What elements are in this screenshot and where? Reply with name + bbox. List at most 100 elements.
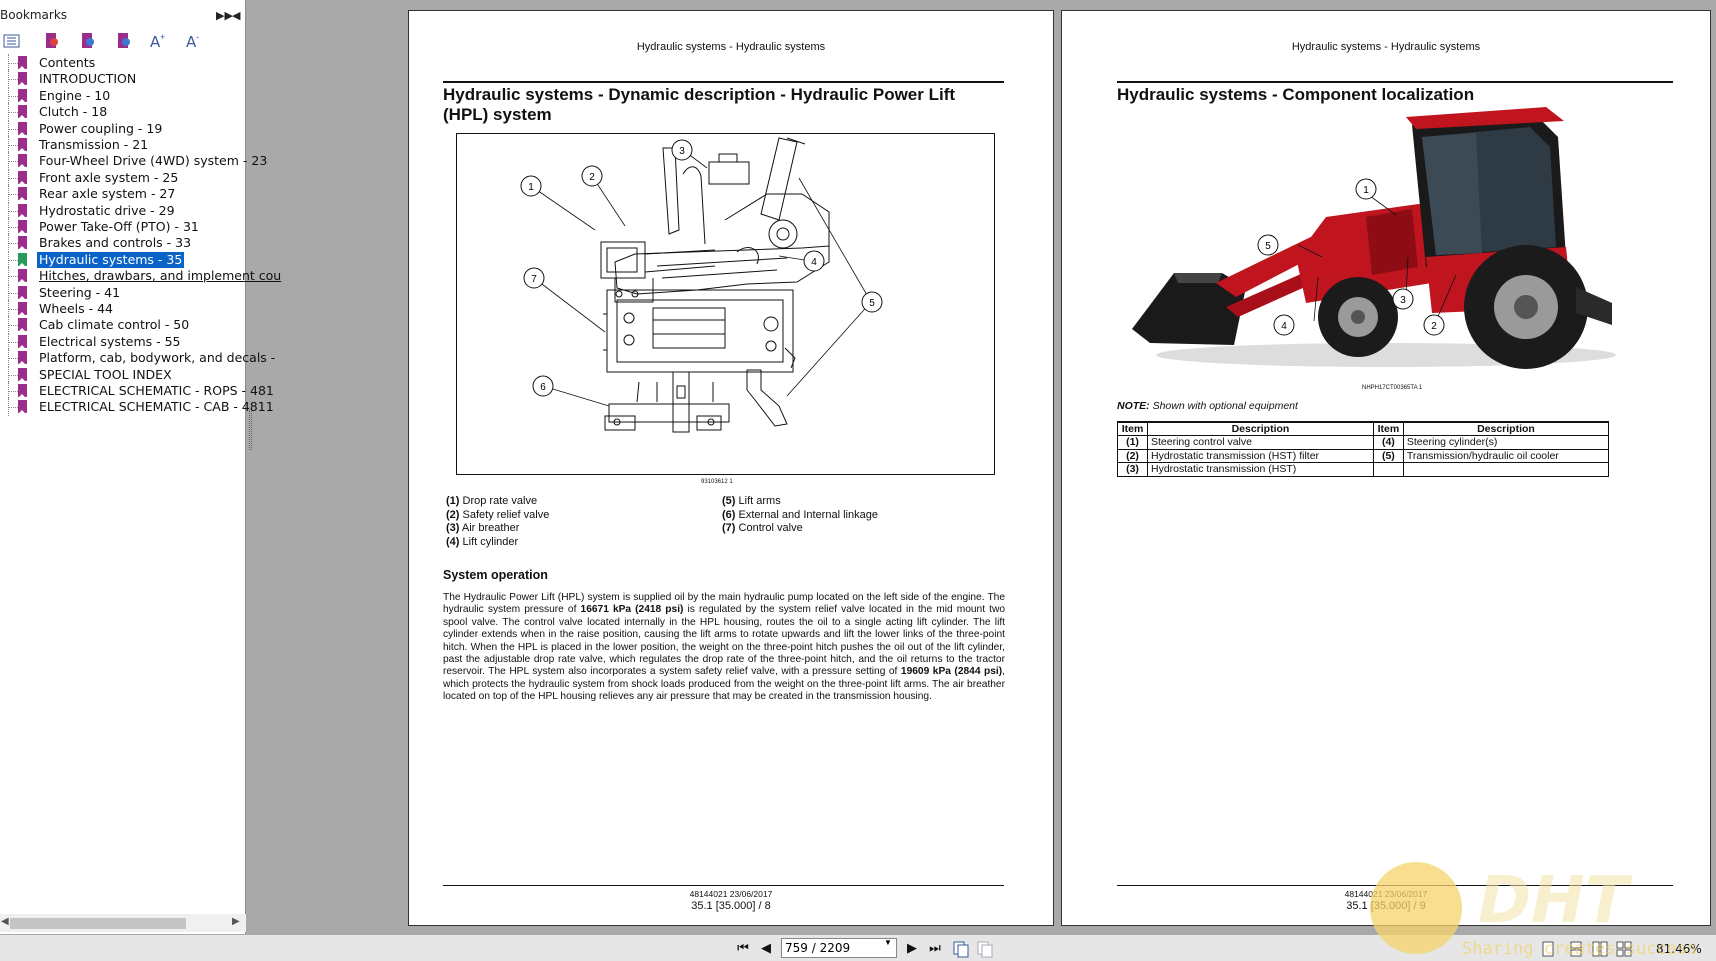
legend-text: Lift arms	[738, 495, 781, 507]
bookmark-item[interactable]: Power Take-Off (PTO) - 31	[0, 218, 246, 236]
bookmark-label: Rear axle system - 27	[39, 186, 176, 202]
previous-page-icon[interactable]: ◀	[761, 940, 771, 955]
hpl-diagram: 1 2 3 4 5 6 7	[520, 137, 883, 433]
page-dropdown-icon[interactable]: ▼	[884, 938, 892, 947]
zoom-level[interactable]: 81.46%	[1656, 942, 1702, 956]
bookmark-label: Front axle system - 25	[39, 169, 179, 185]
legend-number: (5)	[722, 495, 736, 507]
bookmark-item[interactable]: Rear axle system - 27	[0, 185, 246, 204]
bookmark-icon	[18, 367, 27, 382]
callout-3: 3	[1400, 295, 1406, 306]
bookmark-item[interactable]: Engine - 10	[0, 86, 246, 105]
scrollbar-thumb[interactable]	[10, 918, 186, 929]
tree-connector	[9, 358, 18, 360]
status-bar: ⏮ ◀ 759 / 2209 ▼ ▶ ⏭ 81.46%	[0, 934, 1716, 961]
tree-connector	[9, 309, 18, 310]
bookmark-item[interactable]: ELECTRICAL SCHEMATIC - CAB - 4811	[0, 398, 274, 417]
previous-view-icon[interactable]	[952, 940, 970, 958]
note-text: Shown with optional equipment	[1149, 400, 1298, 412]
legend-number: (7)	[722, 522, 736, 535]
legend-number: (4)	[446, 536, 460, 549]
bookmark-label: Platform, cab, bodywork, and decals -	[39, 350, 276, 366]
bookmark-item[interactable]: SPECIAL TOOL INDEX	[0, 365, 246, 384]
bookmarks-toolbar: A+ A-	[0, 28, 246, 54]
bookmark-options-icon[interactable]	[2, 31, 22, 51]
bookmark-item[interactable]: Hitches, drawbars, and implement cou	[0, 267, 281, 286]
bookmark-label: Power coupling - 19	[39, 120, 163, 136]
table-cell: (3)	[1117, 462, 1148, 477]
collapse-panel-icon[interactable]: ▶▶	[216, 10, 233, 22]
panel-splitter[interactable]	[249, 410, 252, 450]
svg-text:A: A	[150, 33, 161, 51]
continuous-view-icon[interactable]	[1568, 941, 1584, 957]
callout-2: 2	[589, 172, 595, 183]
bookmark-item[interactable]: Front axle system - 25	[0, 168, 246, 187]
legend-item: (5) Lift arms	[722, 495, 982, 509]
tree-connector	[8, 218, 9, 236]
table-row: (3) Hydrostatic transmission (HST)	[1117, 462, 1610, 477]
bookmark-item[interactable]: INTRODUCTION	[0, 70, 246, 89]
delete-bookmark-icon[interactable]	[78, 31, 98, 51]
tree-connector	[9, 63, 18, 64]
next-page-icon[interactable]: ▶	[907, 940, 917, 955]
tractor-callouts: 1 2 3 4 5	[1257, 178, 1445, 336]
bookmark-item[interactable]: Hydraulic systems - 35	[0, 250, 246, 269]
bookmark-item[interactable]: Clutch - 18	[0, 103, 246, 122]
legend-item: (1) Drop rate valve	[446, 495, 706, 509]
first-page-icon[interactable]: ⏮	[737, 940, 749, 955]
expand-bookmark-icon[interactable]	[114, 31, 134, 51]
running-head: Hydraulic systems - Hydraulic systems	[636, 41, 826, 53]
tree-connector	[8, 168, 9, 187]
tree-connector	[8, 103, 9, 122]
legend-number: (1)	[446, 495, 460, 507]
page-number-input[interactable]: 759 / 2209	[781, 938, 897, 958]
last-page-icon[interactable]: ⏭	[929, 940, 941, 955]
close-panel-icon[interactable]: ◀	[232, 10, 241, 22]
running-head: Hydraulic systems - Hydraulic systems	[1291, 41, 1481, 53]
tree-connector	[8, 70, 9, 89]
single-page-view-icon[interactable]	[1540, 941, 1556, 957]
bookmark-item[interactable]: Four-Wheel Drive (4WD) system - 23	[0, 152, 267, 171]
bookmark-item[interactable]: Contents	[0, 54, 246, 72]
legend-text: Control valve	[738, 522, 803, 535]
bookmark-item[interactable]: Cab climate control - 50	[0, 316, 246, 335]
bookmark-item[interactable]: Hydrostatic drive - 29	[0, 201, 246, 220]
bookmark-item[interactable]: Brakes and controls - 33	[0, 234, 246, 253]
bookmark-item[interactable]: Electrical systems - 55	[0, 332, 246, 351]
facing-view-icon[interactable]	[1592, 941, 1608, 957]
scroll-right-icon[interactable]: ▶	[232, 916, 240, 927]
bookmark-item[interactable]: ELECTRICAL SCHEMATIC - ROPS - 481	[0, 382, 274, 400]
bookmark-label: Four-Wheel Drive (4WD) system - 23	[39, 153, 268, 169]
table-cell: Hydrostatic transmission (HST)	[1147, 462, 1374, 477]
scroll-left-icon[interactable]: ◀	[1, 916, 9, 927]
tree-connector	[9, 194, 18, 196]
legend-item: (3) Air breather	[446, 522, 706, 536]
bookmark-icon	[18, 56, 27, 70]
tree-connector	[8, 332, 9, 351]
tree-connector	[9, 210, 18, 212]
new-bookmark-icon[interactable]	[42, 31, 62, 51]
callout-3: 3	[679, 146, 685, 157]
header-description: Description	[1402, 421, 1610, 436]
bookmark-item[interactable]: Wheels - 44	[0, 300, 246, 318]
legend-left: (1) Drop rate valve(2) Safety relief val…	[446, 495, 706, 550]
bookmark-item[interactable]: Power coupling - 19	[0, 119, 246, 138]
increase-text-size-icon[interactable]: A+	[148, 31, 168, 51]
diagram-callouts: 1 2 3 4 5 6 7	[520, 139, 883, 397]
svg-text:+: +	[160, 32, 165, 42]
tree-connector	[8, 316, 9, 335]
bookmark-label: Power Take-Off (PTO) - 31	[39, 219, 199, 234]
tree-connector	[9, 128, 18, 130]
bookmarks-horizontal-scrollbar[interactable]: ◀ ▶	[0, 914, 246, 932]
bookmark-item[interactable]: Platform, cab, bodywork, and decals -	[0, 349, 275, 368]
legend-text: Lift cylinder	[462, 536, 519, 549]
callout-7: 7	[531, 274, 537, 285]
continuous-facing-view-icon[interactable]	[1616, 941, 1632, 957]
legend-item: (6) External and Internal linkage	[722, 509, 982, 523]
bookmark-item[interactable]: Transmission - 21	[0, 136, 246, 154]
next-view-icon[interactable]	[976, 940, 994, 958]
decrease-text-size-icon[interactable]: A-	[184, 31, 204, 51]
footer-doc: 48144021 23/06/2017	[1344, 889, 1428, 899]
tree-connector	[8, 152, 9, 171]
bookmark-item[interactable]: Steering - 41	[0, 283, 246, 302]
